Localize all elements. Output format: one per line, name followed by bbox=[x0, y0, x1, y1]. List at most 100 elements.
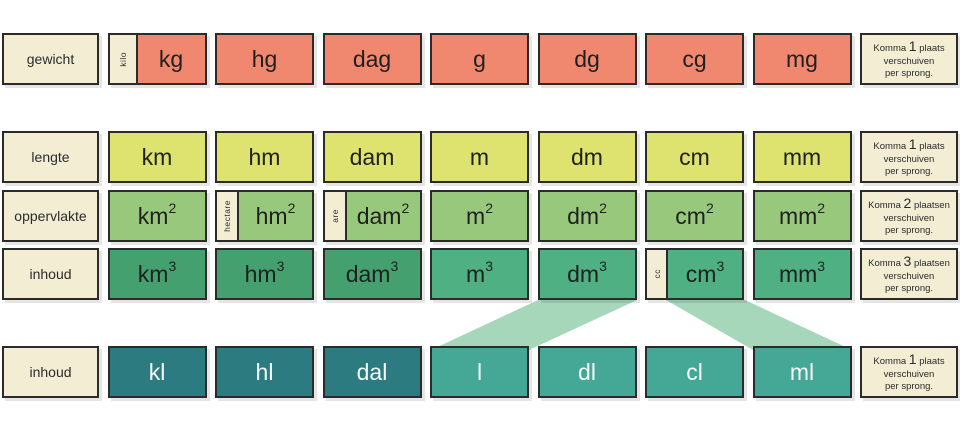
prefix-label: cc bbox=[651, 269, 662, 279]
unit-label: kl bbox=[148, 358, 166, 385]
prefix-label: kilo bbox=[117, 51, 128, 67]
unit-km: km bbox=[107, 131, 207, 183]
row-label-inhoud-liter: inhoud bbox=[2, 346, 99, 398]
row-gewicht: gewicht kilo kg hg dag g dg cg mg Komma … bbox=[2, 33, 958, 85]
unit-dm: dm bbox=[537, 131, 637, 183]
unit-label: dg bbox=[574, 45, 600, 72]
note-line3: per sprong. bbox=[884, 283, 934, 295]
unit-label: ml bbox=[789, 358, 815, 385]
unit-kg: kilo kg bbox=[107, 33, 207, 85]
note-line2: verschuiven bbox=[883, 153, 935, 165]
note-line3: per sprong. bbox=[884, 225, 934, 237]
note-line3: per sprong. bbox=[884, 166, 934, 178]
note-line1: Komma 1 plaats bbox=[873, 38, 945, 55]
unit-dl: dl bbox=[537, 346, 637, 398]
unit-label: dm bbox=[571, 143, 603, 170]
note-line3: per sprong. bbox=[884, 68, 934, 80]
unit-label: dm2 bbox=[567, 199, 607, 229]
row-oppervlakte: oppervlakte km2 hectare hm2 are dam2 m2 … bbox=[2, 190, 958, 242]
unit-cm: cm bbox=[645, 131, 744, 183]
unit-mm2: mm2 bbox=[752, 190, 852, 242]
note-line1: Komma 3 plaatsen bbox=[868, 253, 950, 270]
unit-label: cg bbox=[682, 45, 707, 72]
note-inhoud-kubiek: Komma 3 plaatsen verschuiven per sprong. bbox=[860, 248, 958, 300]
row-inhoud-kubiek: inhoud km3 hm3 dam3 m3 dm3 cc cm3 mm3 Ko… bbox=[2, 248, 958, 300]
unit-label: dal bbox=[356, 358, 388, 385]
unit-hm3: hm3 bbox=[215, 248, 314, 300]
unit-label: dag bbox=[352, 45, 392, 72]
row-label-lengte: lengte bbox=[2, 131, 99, 183]
fan-dm3-to-l bbox=[431, 300, 637, 350]
row-lengte: lengte km hm dam m dm cm mm Komma 1 plaa… bbox=[2, 131, 958, 183]
note-number: 1 bbox=[908, 351, 917, 368]
row-label-inhoud-kubiek: inhoud bbox=[2, 248, 99, 300]
unit-cm2: cm2 bbox=[645, 190, 744, 242]
unit-m: m bbox=[430, 131, 529, 183]
unit-l: l bbox=[430, 346, 529, 398]
note-inhoud-liter: Komma 1 plaats verschuiven per sprong. bbox=[860, 346, 958, 398]
note-line1: Komma 1 plaats bbox=[873, 351, 945, 368]
unit-label: mm3 bbox=[778, 257, 826, 287]
unit-label: dam bbox=[349, 143, 395, 170]
unit-label: cm bbox=[679, 143, 710, 170]
unit-dam2: are dam2 bbox=[322, 190, 422, 242]
note-line1: Komma 1 plaats bbox=[873, 136, 945, 153]
unit-mm3: mm3 bbox=[752, 248, 852, 300]
unit-label: m bbox=[469, 143, 490, 170]
unit-label: m3 bbox=[466, 257, 493, 287]
unit-m3: m3 bbox=[430, 248, 529, 300]
prefix-hectare: hectare bbox=[217, 192, 239, 240]
unit-kl: kl bbox=[107, 346, 207, 398]
unit-cl: cl bbox=[645, 346, 744, 398]
category-label: oppervlakte bbox=[14, 208, 87, 224]
note-number: 3 bbox=[903, 253, 912, 270]
unit-label: cl bbox=[686, 358, 703, 385]
unit-label: hm3 bbox=[244, 257, 285, 287]
unit-ml: ml bbox=[752, 346, 852, 398]
unit-label: cm3 bbox=[685, 257, 725, 287]
category-label: inhoud bbox=[29, 266, 72, 282]
unit-label: mg bbox=[786, 45, 818, 72]
unit-cg: cg bbox=[645, 33, 744, 85]
unit-label: dam2 bbox=[356, 199, 410, 229]
unit-label: m2 bbox=[466, 199, 493, 229]
prefix-label: are bbox=[329, 209, 340, 223]
unit-label: km2 bbox=[137, 199, 177, 229]
row-label-oppervlakte: oppervlakte bbox=[2, 190, 99, 242]
unit-label: mm2 bbox=[778, 199, 826, 229]
unit-cm3: cc cm3 bbox=[645, 248, 744, 300]
unit-label: l bbox=[476, 358, 483, 385]
unit-label: hg bbox=[251, 45, 278, 72]
unit-dm2: dm2 bbox=[537, 190, 637, 242]
prefix-cc: cc bbox=[647, 250, 668, 298]
note-line2: verschuiven bbox=[883, 368, 935, 380]
unit-label: g bbox=[473, 45, 486, 72]
note-number: 1 bbox=[908, 38, 917, 55]
unit-dam3: dam3 bbox=[322, 248, 422, 300]
unit-label: hm bbox=[248, 143, 281, 170]
category-label: inhoud bbox=[29, 364, 72, 380]
note-line2: verschuiven bbox=[883, 270, 935, 282]
unit-dal: dal bbox=[322, 346, 422, 398]
unit-g: g bbox=[430, 33, 529, 85]
prefix-label: hectare bbox=[222, 200, 232, 232]
unit-label: hl bbox=[255, 358, 274, 385]
note-lengte: Komma 1 plaats verschuiven per sprong. bbox=[860, 131, 958, 183]
unit-dm3: dm3 bbox=[537, 248, 637, 300]
unit-dam: dam bbox=[322, 131, 422, 183]
unit-label: km3 bbox=[137, 257, 177, 287]
unit-mg: mg bbox=[752, 33, 852, 85]
unit-hg: hg bbox=[215, 33, 314, 85]
unit-km2: km2 bbox=[107, 190, 207, 242]
note-gewicht: Komma 1 plaats verschuiven per sprong. bbox=[860, 33, 958, 85]
unit-mm: mm bbox=[752, 131, 852, 183]
note-number: 2 bbox=[903, 195, 912, 212]
unit-label: dl bbox=[578, 358, 596, 385]
category-label: lengte bbox=[31, 149, 70, 165]
unit-dg: dg bbox=[537, 33, 637, 85]
unit-label: mm bbox=[782, 143, 822, 170]
unit-label: hm2 bbox=[255, 199, 296, 229]
row-label-gewicht: gewicht bbox=[2, 33, 99, 85]
note-line3: per sprong. bbox=[884, 381, 934, 393]
